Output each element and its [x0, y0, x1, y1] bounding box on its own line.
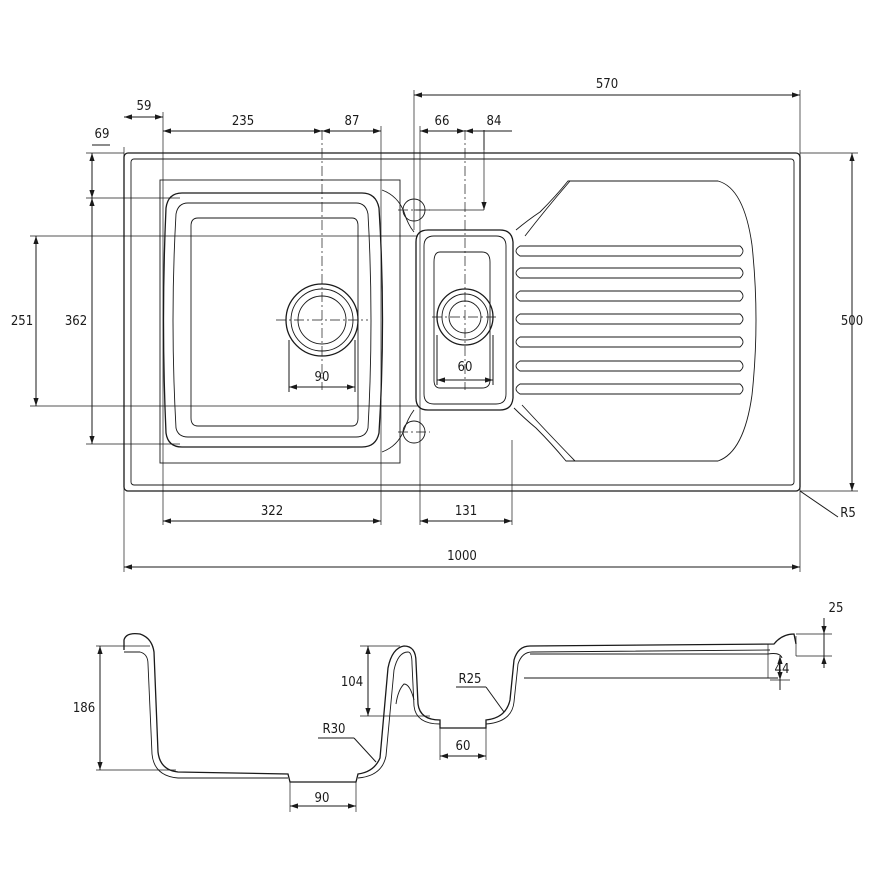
sink-recess-outline — [159, 179, 401, 464]
drainer-outline-lower — [513, 394, 753, 462]
dim-top-offset: 69 — [95, 127, 110, 142]
dim-corner-radius: R5 — [840, 506, 856, 521]
plan-view: 1000 570 59 69 235 87 66 84 251 362 500 … — [11, 77, 863, 572]
drainer-groove — [515, 245, 744, 257]
dim-overall-depth: 500 — [841, 314, 863, 329]
dim-main-waste: 90 — [315, 370, 330, 385]
drainer-groove — [515, 267, 744, 279]
dim-main-bowl-right: 87 — [345, 114, 360, 129]
sink-outline — [123, 152, 801, 492]
dim-section-drainer-drop: 44 — [775, 662, 790, 677]
drainer-outline-upper — [515, 180, 753, 246]
small-bowl-mid — [423, 235, 507, 405]
dim-section-main-radius: R30 — [322, 722, 345, 737]
dim-section-small-waste: 60 — [456, 739, 471, 754]
dim-overall-width: 1000 — [447, 549, 477, 564]
main-bowl-mid — [172, 202, 372, 438]
drainer-grooves — [515, 245, 744, 395]
main-bowl-floor — [190, 217, 359, 427]
dim-small-bowl-left: 66 — [435, 114, 450, 129]
drainer-groove — [515, 290, 744, 302]
small-bowl-floor — [433, 251, 491, 389]
small-bowl-outer — [415, 229, 514, 411]
drainer-groove — [515, 313, 744, 325]
drainer-groove — [515, 336, 744, 348]
dim-drainer-width: 570 — [596, 77, 618, 92]
drainer-inner-curve-upper — [524, 180, 571, 237]
dim-tap-hole-offset: 84 — [487, 114, 502, 129]
drainer-groove — [515, 383, 744, 395]
dim-small-waste: 60 — [458, 360, 473, 375]
dim-small-bowl-depth: 251 — [11, 314, 33, 329]
sink-inner-outline — [130, 158, 795, 486]
dim-main-bowl-center: 235 — [232, 114, 254, 129]
dim-section-small-depth: 104 — [341, 675, 363, 690]
bowl-divider-upper — [381, 189, 415, 233]
dim-section-main-waste: 90 — [315, 791, 330, 806]
section-view: 186 104 25 44 R30 R25 90 60 — [73, 601, 844, 812]
section-profile-inner — [124, 649, 771, 779]
dim-section-lip: 25 — [829, 601, 844, 616]
dim-left-offset: 59 — [137, 99, 152, 114]
section-drainer-lip — [524, 653, 783, 679]
section-small-bowl-front — [395, 683, 415, 705]
bowl-divider-lower — [381, 409, 415, 453]
drainer-outline-end — [751, 244, 757, 396]
drainer-groove — [515, 360, 744, 372]
dim-small-bowl-width: 131 — [455, 504, 477, 519]
dim-main-bowl-width: 322 — [261, 504, 283, 519]
dim-main-bowl-depth: 362 — [65, 314, 87, 329]
drainer-inner-curve-lower — [521, 404, 576, 462]
dim-section-small-radius: R25 — [458, 672, 481, 687]
section-profile-outer — [123, 632, 797, 783]
dim-section-main-depth: 186 — [73, 701, 95, 716]
